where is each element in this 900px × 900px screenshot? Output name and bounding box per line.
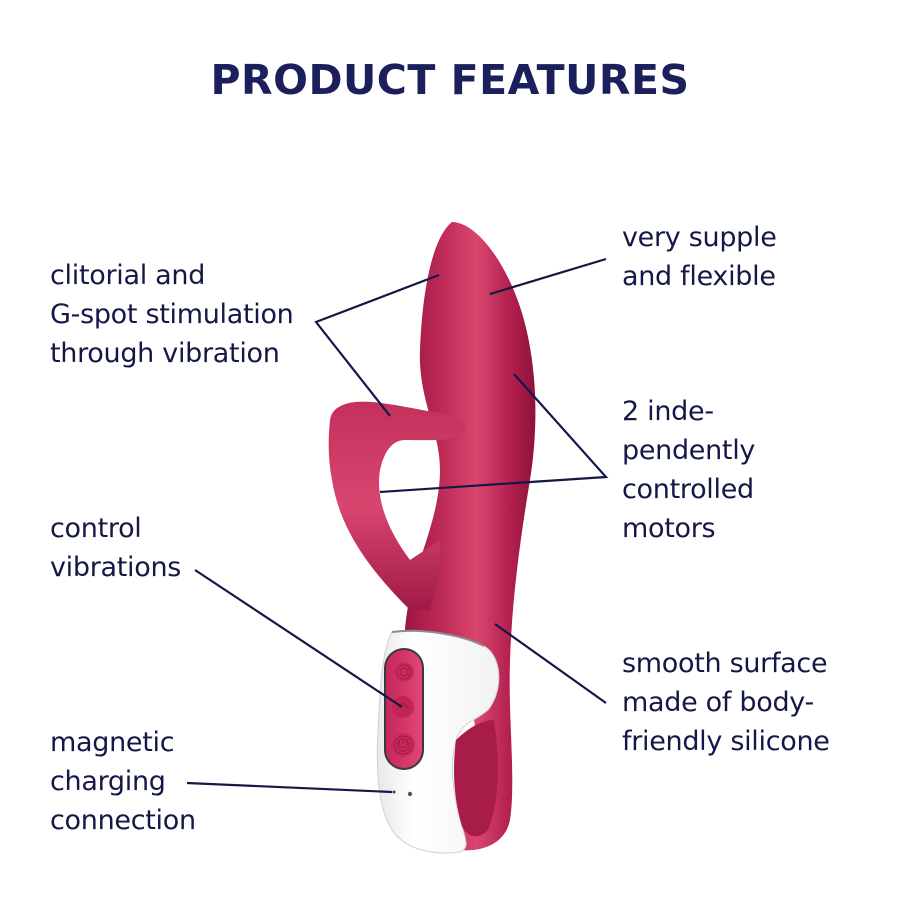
callout-line-stimulation xyxy=(314,273,440,417)
mode-button[interactable] xyxy=(394,662,414,682)
feature-control: control vibrations xyxy=(50,513,182,583)
callout-line-surface xyxy=(494,623,607,704)
feature-stimulation: clitorial and G-spot stimulation through… xyxy=(50,260,294,369)
feature-surface: smooth surface made of body- friendly si… xyxy=(622,648,830,757)
feature-motors: 2 inde- pendently controlled motors xyxy=(622,396,756,544)
callout-line-motors xyxy=(379,373,609,494)
callout-line-control xyxy=(194,569,403,708)
callout-line-charging xyxy=(186,781,393,794)
feature-charging: magnetic charging connection xyxy=(50,727,196,836)
intensity-button[interactable] xyxy=(392,696,414,718)
clitoral-arm xyxy=(328,401,466,610)
charging-port-icon xyxy=(392,790,413,797)
callout-line-supple xyxy=(489,257,607,296)
feature-supple: very supple and flexible xyxy=(622,222,777,292)
power-button[interactable] xyxy=(391,733,415,757)
main-shaft xyxy=(404,222,536,851)
page-title: PRODUCT FEATURES xyxy=(210,56,690,104)
callout-lines xyxy=(186,257,609,794)
